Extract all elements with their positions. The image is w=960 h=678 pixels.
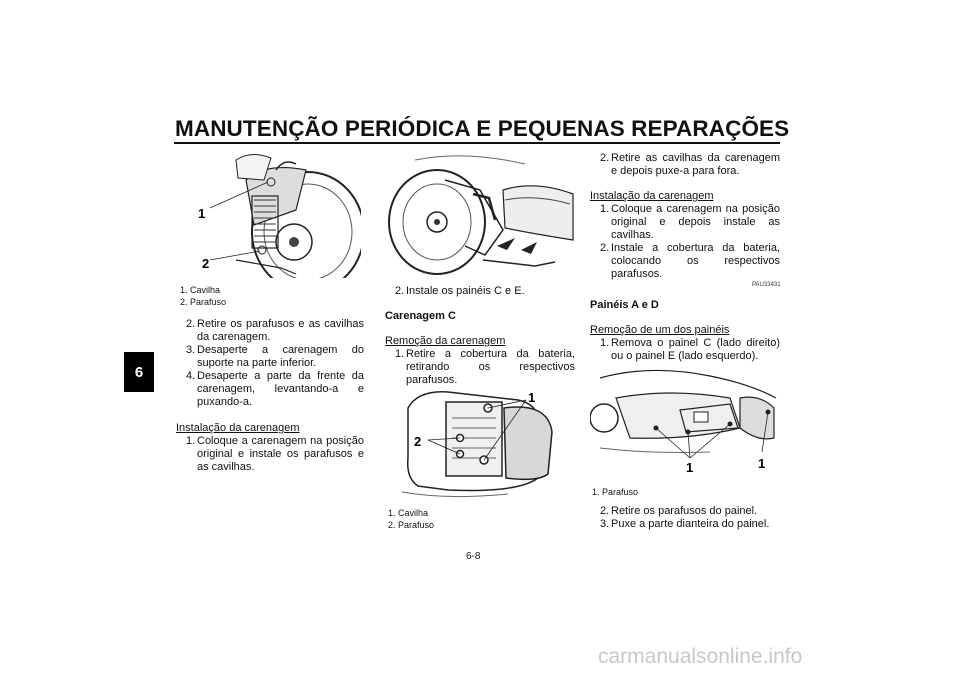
caption-line: 1. Cavilha <box>388 508 429 518</box>
fig3-callout-2: 2 <box>414 434 421 449</box>
column-1: 2.Retire os parafusos e as cavilhas da c… <box>176 318 364 474</box>
figure-panel-bracket <box>385 150 575 278</box>
fig1-callout-1: 1 <box>198 206 205 221</box>
step-item: 2.Retire as cavilhas da carenagem e depo… <box>600 152 780 177</box>
step-item: 4.Desaperte a parte da frente da carenag… <box>186 370 364 408</box>
caption-line: 1. Cavilha <box>180 285 221 295</box>
fig1-callout-2: 2 <box>202 256 209 271</box>
step-item: 2.Retire os parafusos e as cavilhas da c… <box>186 318 364 343</box>
figure-panel-bracket-drawing <box>388 155 574 275</box>
subheading-removal: Remoção de um dos painéis <box>590 324 730 336</box>
fig3-callout-1: 1 <box>528 390 535 405</box>
document-code: PAU33431 <box>752 282 781 288</box>
step-item: 3.Puxe a parte dianteira do painel. <box>600 518 770 530</box>
fig4-caption: 1. Parafuso <box>592 486 638 498</box>
step-item: 2.Retire os parafusos do painel. <box>600 505 758 517</box>
column-3-upper: 2.Retire as cavilhas da carenagem e depo… <box>590 152 780 281</box>
figure-side-panel-drawing: 1 1 <box>590 369 777 475</box>
fig4-callout-1a: 1 <box>686 460 693 475</box>
fig4-callout-1b: 1 <box>758 456 765 471</box>
figure-side-panel: 1 1 <box>590 358 780 478</box>
section-title: Carenagem C <box>385 310 456 322</box>
watermark: carmanualsonline.info <box>598 645 803 668</box>
fig1-caption: 1. Cavilha 2. Parafuso <box>180 284 226 308</box>
subheading-installation: Instalação da carenagem <box>176 422 300 434</box>
title-rule <box>174 142 780 144</box>
column-3-middle: Painéis A e D Remoção de um dos painéis … <box>590 299 780 363</box>
page-title: MANUTENÇÃO PERIÓDICA E PEQUENAS REPARAÇÕ… <box>175 116 790 141</box>
column-3-lower: 2.Retire os parafusos do painel. 3.Puxe … <box>590 505 780 531</box>
caption-line: 2. Parafuso <box>388 520 435 530</box>
step-item: 2.Instale a cobertura da bateria, coloca… <box>600 242 780 280</box>
figure-battery-cover-drawing: 1 2 <box>401 390 553 498</box>
caption-line: 1. Parafuso <box>592 487 639 497</box>
column-2: 2.Instale os painéis C e E. Carenagem C … <box>385 285 575 387</box>
step-item: 2.Instale os painéis C e E. <box>395 285 525 297</box>
step-item: 1.Retire a cobertura da bateria, retiran… <box>395 348 575 386</box>
step-item: 1.Coloque a carenagem na posição origina… <box>186 435 364 473</box>
subheading-installation: Instalação da carenagem <box>590 190 714 202</box>
fig3-caption: 1. Cavilha 2. Parafuso <box>388 507 434 531</box>
step-item: 3.Desaperte a carenagem do suporte na pa… <box>186 344 364 369</box>
figure-battery-cover: 1 2 <box>388 378 574 498</box>
chapter-tab: 6 <box>124 352 154 392</box>
step-item: 1.Remova o painel C (lado direito) ou o … <box>600 337 780 362</box>
section-title: Painéis A e D <box>590 299 659 311</box>
page-number: 6-8 <box>466 551 481 562</box>
step-item: 1.Coloque a carenagem na posição origina… <box>600 203 780 241</box>
figure-fairing-front: 1 2 <box>176 150 361 278</box>
subheading-removal: Remoção da carenagem <box>385 335 506 347</box>
caption-line: 2. Parafuso <box>180 297 227 307</box>
figure-fairing-front-drawing: 1 2 <box>176 150 361 278</box>
